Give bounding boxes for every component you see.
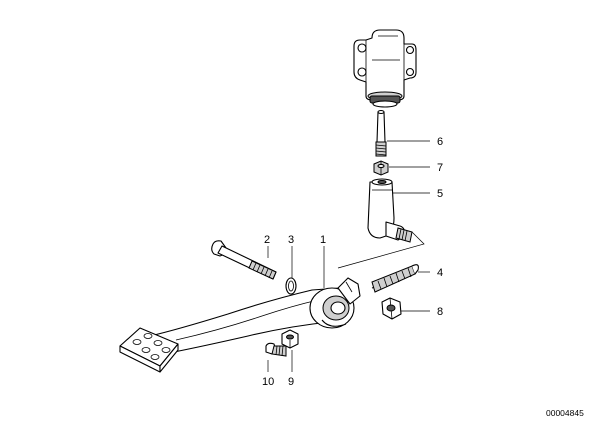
- callout-4: 4: [437, 267, 443, 279]
- callout-1: 1: [320, 234, 326, 246]
- callouts: 6 7 5 4 8 2 3 1 10 9: [262, 136, 443, 388]
- push-rod: [375, 109, 387, 157]
- callout-5: 5: [437, 188, 443, 200]
- callout-7: 7: [437, 162, 443, 174]
- long-bolt: [211, 240, 277, 280]
- master-cylinder: [353, 29, 417, 108]
- return-spring: [371, 264, 419, 293]
- lock-nut: [373, 160, 389, 176]
- leader-lines: [267, 140, 430, 372]
- hex-nut: [381, 297, 402, 320]
- callout-9: 9: [288, 376, 294, 388]
- callout-8: 8: [437, 306, 443, 318]
- bushing: [281, 329, 299, 349]
- callout-6: 6: [437, 136, 443, 148]
- reference-number: 00004845: [546, 408, 584, 418]
- brake-pedal: [119, 277, 361, 373]
- callout-2: 2: [264, 234, 270, 246]
- callout-3: 3: [288, 234, 294, 246]
- sealing-ring: [285, 277, 297, 295]
- clevis: [367, 178, 413, 243]
- small-bolt: [265, 342, 287, 357]
- callout-10: 10: [262, 376, 274, 388]
